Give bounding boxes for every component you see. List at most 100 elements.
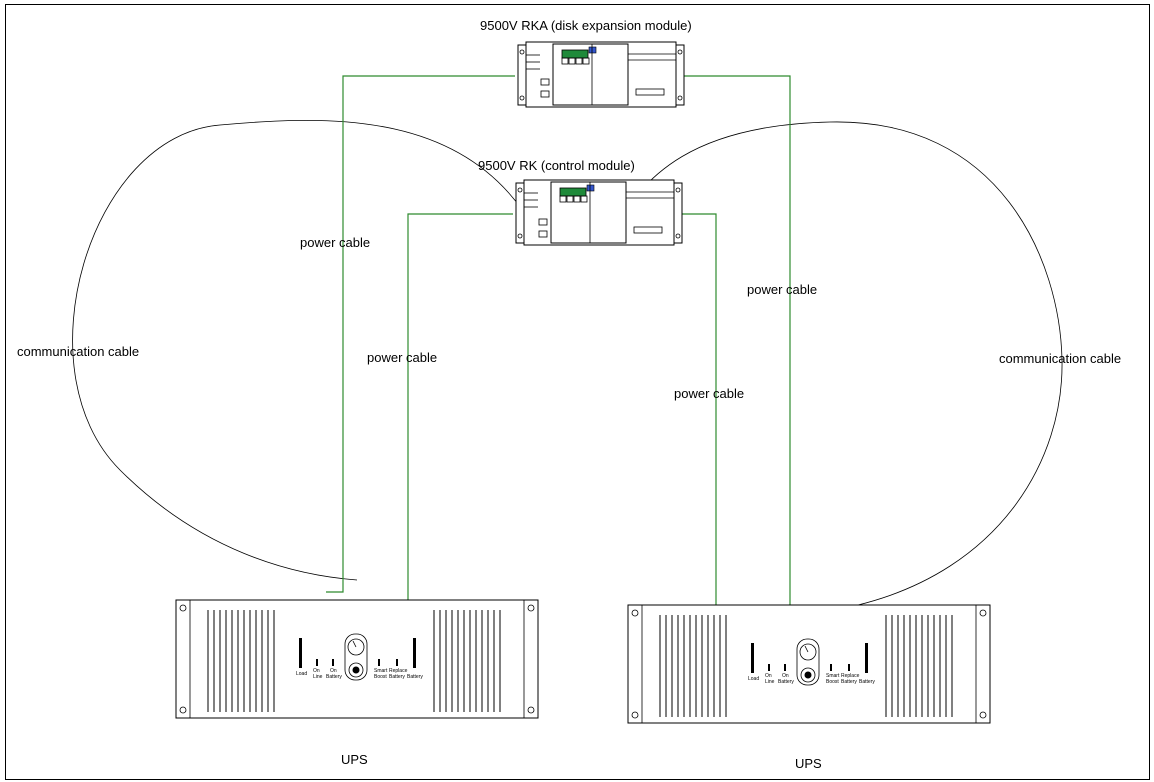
ups-screw bbox=[979, 711, 987, 719]
rack-disk-slot bbox=[635, 88, 665, 96]
battery-bar bbox=[865, 643, 868, 673]
ups-screw bbox=[631, 609, 639, 617]
rack-disk-slot bbox=[633, 226, 663, 234]
rack-button bbox=[566, 195, 574, 203]
rack-screw bbox=[677, 49, 683, 55]
rack-screw bbox=[519, 95, 525, 101]
label-on: On bbox=[782, 673, 789, 679]
label-load: Load bbox=[296, 671, 307, 677]
rka-rack-unit bbox=[517, 41, 685, 108]
communication-cable-label-left: communication cable bbox=[17, 344, 139, 359]
label-battery: Battery bbox=[407, 674, 423, 680]
ups-vent-grille-right bbox=[885, 615, 953, 717]
load-bar bbox=[299, 638, 302, 668]
label-boost: Boost bbox=[374, 674, 387, 680]
label-battery: Battery bbox=[326, 674, 342, 680]
ups-screw bbox=[979, 609, 987, 617]
communication-cable-label-right: communication cable bbox=[999, 351, 1121, 366]
rack-button bbox=[559, 195, 567, 203]
label-replace: Replace bbox=[389, 668, 408, 674]
power-cable-label-3: power cable bbox=[747, 282, 817, 297]
indicator-led bbox=[378, 659, 380, 666]
indicator-led bbox=[768, 664, 770, 671]
power-button-icon[interactable] bbox=[800, 667, 816, 683]
ups-label-left: UPS bbox=[341, 752, 368, 767]
power-cable-label-4: power cable bbox=[674, 386, 744, 401]
ups-chassis bbox=[175, 599, 539, 719]
diagram-frame bbox=[5, 4, 1150, 780]
rk-title: 9500V RK (control module) bbox=[478, 158, 635, 173]
ups-left: Load On Line On Battery Smart Boost Repl… bbox=[175, 599, 539, 719]
label-smart: Smart bbox=[374, 668, 388, 674]
rack-display bbox=[561, 49, 589, 59]
ups-label-right: UPS bbox=[795, 756, 822, 771]
rack-button bbox=[580, 195, 588, 203]
rack-ear-right bbox=[675, 44, 685, 106]
label-battery: Battery bbox=[841, 679, 857, 685]
label-boost: Boost bbox=[826, 679, 839, 685]
indicator-led bbox=[848, 664, 850, 671]
label-line: Line bbox=[765, 679, 775, 685]
label-on: On bbox=[765, 673, 772, 679]
gauge-icon bbox=[347, 638, 365, 656]
rka-title: 9500V RKA (disk expansion module) bbox=[480, 18, 692, 33]
ups-vent-grille-left bbox=[659, 615, 727, 717]
ups-screw bbox=[179, 604, 187, 612]
rack-badge bbox=[588, 46, 597, 54]
rack-port bbox=[538, 218, 548, 226]
rack-button bbox=[568, 57, 576, 65]
rack-button bbox=[575, 57, 583, 65]
label-smart: Smart bbox=[826, 673, 840, 679]
label-load: Load bbox=[748, 676, 759, 682]
load-bar bbox=[751, 643, 754, 673]
rack-screw bbox=[675, 187, 681, 193]
communication-cable-right bbox=[606, 121, 1063, 606]
rack-badge bbox=[586, 184, 595, 192]
label-battery: Battery bbox=[389, 674, 405, 680]
indicator-led bbox=[784, 664, 786, 671]
power-button-icon[interactable] bbox=[348, 662, 364, 678]
rack-ear-right bbox=[673, 182, 683, 244]
rack-button bbox=[573, 195, 581, 203]
power-cables bbox=[326, 75, 791, 605]
battery-bar bbox=[413, 638, 416, 668]
power-cable-label-1: power cable bbox=[300, 235, 370, 250]
power-cable-rka-left bbox=[326, 75, 515, 593]
ups-vent-grille-left bbox=[207, 610, 275, 712]
gauge-needle bbox=[352, 640, 357, 648]
label-replace: Replace bbox=[841, 673, 860, 679]
gauge-icon bbox=[799, 643, 817, 661]
rack-screw bbox=[677, 95, 683, 101]
rack-port bbox=[540, 90, 550, 98]
power-cable-rka-right bbox=[680, 75, 791, 605]
rack-button bbox=[582, 57, 590, 65]
rack-screw bbox=[517, 187, 523, 193]
indicator-led bbox=[830, 664, 832, 671]
rack-screw bbox=[519, 49, 525, 55]
power-button-inner bbox=[804, 671, 812, 679]
label-battery: Battery bbox=[859, 679, 875, 685]
rack-screw bbox=[517, 233, 523, 239]
ups-screw bbox=[631, 711, 639, 719]
rack-display bbox=[559, 187, 587, 197]
power-cable-rk-right bbox=[678, 213, 717, 605]
ups-screw bbox=[527, 706, 535, 714]
communication-cable-left bbox=[72, 119, 537, 581]
power-cable-label-2: power cable bbox=[367, 350, 437, 365]
indicator-led bbox=[316, 659, 318, 666]
ups-screw bbox=[527, 604, 535, 612]
ups-right: Load On Line On Battery Smart Boost Repl… bbox=[627, 604, 991, 724]
power-cable-rk-left bbox=[407, 213, 513, 600]
label-line: Line bbox=[313, 674, 323, 680]
ups-vent-grille-right bbox=[433, 610, 501, 712]
rack-screw bbox=[675, 233, 681, 239]
rk-rack-unit bbox=[515, 179, 683, 246]
indicator-led bbox=[332, 659, 334, 666]
ups-screw bbox=[179, 706, 187, 714]
power-button-inner bbox=[352, 666, 360, 674]
label-battery: Battery bbox=[778, 679, 794, 685]
ups-control-housing bbox=[796, 638, 820, 686]
label-on: On bbox=[330, 668, 337, 674]
ups-chassis bbox=[627, 604, 991, 724]
